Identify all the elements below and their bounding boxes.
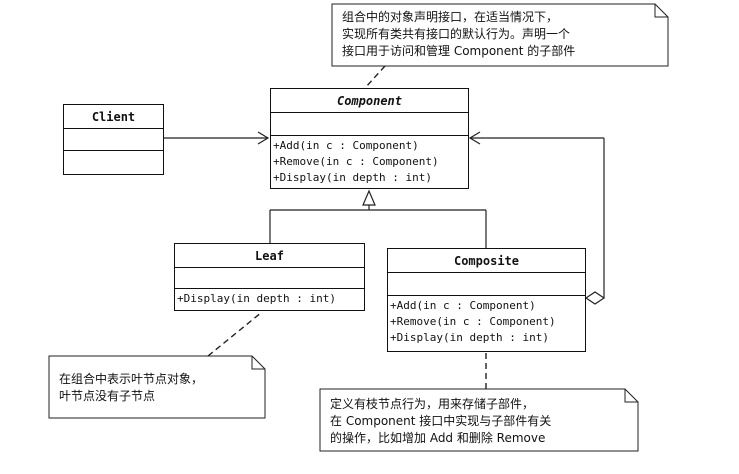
client-class-name: Client bbox=[64, 105, 163, 129]
component-class-name: Component bbox=[271, 89, 468, 113]
component-note-line: 接口用于访问和管理 Component 的子部件 bbox=[342, 44, 576, 58]
composite-note-line: 在 Component 接口中实现与子部件有关 bbox=[330, 414, 552, 428]
leaf-note-line: 叶节点没有子节点 bbox=[59, 389, 156, 403]
component-note: 组合中的对象声明接口，在适当情况下， 实现所有类共有接口的默认行为。声明一个 接… bbox=[342, 9, 575, 60]
composite-attributes bbox=[388, 273, 585, 296]
composite-note-fold bbox=[624, 389, 638, 403]
composite-op-remove: +Remove(in c : Component) bbox=[390, 315, 556, 328]
leaf-class[interactable]: Leaf +Display(in depth : int) bbox=[174, 243, 365, 311]
aggregation-arrowhead bbox=[468, 131, 481, 145]
component-op-remove: +Remove(in c : Component) bbox=[273, 155, 439, 168]
client-operations bbox=[64, 151, 163, 173]
composite-note: 定义有枝节点行为，用来存储子部件， 在 Component 接口中实现与子部件有… bbox=[330, 396, 551, 447]
leaf-note: 在组合中表示叶节点对象， 叶节点没有子节点 bbox=[59, 371, 203, 405]
composite-note-outline bbox=[319, 388, 639, 452]
component-note-line: 实现所有类共有接口的默认行为。声明一个 bbox=[342, 27, 571, 41]
leaf-class-name: Leaf bbox=[175, 244, 364, 268]
leaf-note-fold bbox=[251, 356, 265, 370]
client-class[interactable]: Client bbox=[63, 104, 164, 175]
composite-note-line: 的操作，比如增加 Add 和删除 Remove bbox=[330, 431, 546, 445]
leaf-note-outline bbox=[48, 355, 266, 419]
component-operations: +Add(in c : Component) +Remove(in c : Co… bbox=[271, 136, 468, 186]
component-class[interactable]: Component +Add(in c : Component) +Remove… bbox=[270, 88, 469, 189]
association-arrowhead bbox=[257, 131, 270, 145]
composite-operations: +Add(in c : Component) +Remove(in c : Co… bbox=[388, 296, 585, 346]
leaf-note-line: 在组合中表示叶节点对象， bbox=[59, 372, 204, 386]
leaf-note-link bbox=[207, 311, 263, 357]
composite-class-name: Composite bbox=[388, 249, 585, 273]
client-attributes bbox=[64, 129, 163, 151]
aggregation-diamond bbox=[584, 291, 606, 305]
component-note-outline bbox=[331, 3, 669, 67]
leaf-attributes bbox=[175, 268, 364, 289]
generalization-triangle bbox=[362, 189, 376, 206]
composite-note-line: 定义有枝节点行为，用来存储子部件， bbox=[330, 397, 535, 411]
component-op-display: +Display(in depth : int) bbox=[273, 171, 432, 184]
leaf-operations: +Display(in depth : int) bbox=[175, 289, 364, 307]
composite-op-display: +Display(in depth : int) bbox=[390, 331, 549, 344]
component-op-add: +Add(in c : Component) bbox=[273, 139, 419, 152]
component-attributes bbox=[271, 113, 468, 136]
component-note-line: 组合中的对象声明接口，在适当情况下， bbox=[342, 10, 559, 24]
composite-op-add: +Add(in c : Component) bbox=[390, 299, 536, 312]
component-note-fold bbox=[654, 4, 668, 18]
composite-class[interactable]: Composite +Add(in c : Component) +Remove… bbox=[387, 248, 586, 352]
leaf-op-display: +Display(in depth : int) bbox=[177, 292, 336, 305]
component-note-link bbox=[364, 65, 386, 89]
